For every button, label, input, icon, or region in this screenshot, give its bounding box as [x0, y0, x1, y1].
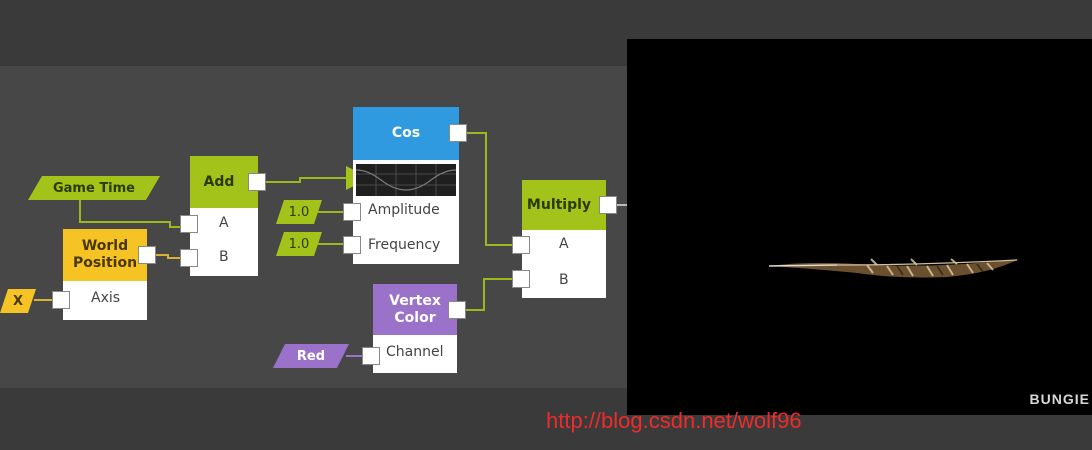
- wire-cos-to-multiply-a: [467, 132, 512, 246]
- port-label-add-a: A: [219, 215, 229, 231]
- add-title: Add: [203, 173, 235, 190]
- vertex-color-output-port[interactable]: [448, 301, 466, 319]
- add-input-port-a[interactable]: [180, 215, 198, 233]
- add-header: Add: [190, 156, 258, 208]
- multiply-body: A B: [522, 230, 606, 298]
- cos-frequency-port[interactable]: [343, 236, 361, 254]
- multiply-input-port-b[interactable]: [512, 270, 530, 288]
- add-node[interactable]: Add A B: [190, 156, 258, 276]
- add-output-port[interactable]: [248, 173, 266, 191]
- vertex-color-header: Vertex Color: [373, 284, 457, 335]
- wire-game-time-to-add-a: [79, 200, 180, 228]
- port-label-multiply-a: A: [559, 236, 569, 252]
- multiply-header: Multiply: [522, 180, 606, 230]
- port-label-axis: Axis: [91, 290, 121, 306]
- cos-output-port[interactable]: [449, 124, 467, 142]
- watermark-url: http://blog.csdn.net/wolf96: [546, 408, 802, 433]
- wire-add-to-cos: [266, 177, 350, 183]
- add-input-port-b[interactable]: [180, 249, 198, 267]
- multiply-node[interactable]: Multiply A B: [522, 180, 606, 298]
- frequency-value-input[interactable]: 1.0: [276, 232, 322, 256]
- world-position-title: World Position: [72, 238, 138, 271]
- world-position-output-port[interactable]: [138, 246, 156, 264]
- wire-vertex-color-to-multiply-b: [466, 278, 512, 311]
- channel-input-port[interactable]: [362, 347, 380, 365]
- cos-node[interactable]: Cos Amplitude Frequency: [353, 107, 459, 264]
- amplitude-value-input[interactable]: 1.0: [276, 200, 322, 224]
- world-position-header: World Position: [63, 229, 147, 281]
- add-body: A B: [190, 208, 258, 276]
- cos-waveform-preview: [356, 164, 456, 196]
- bungie-logo: BUNGIE: [1029, 391, 1090, 407]
- port-label-add-b: B: [219, 249, 229, 265]
- port-label-multiply-b: B: [559, 272, 569, 288]
- preview-viewport: BUNGIE: [627, 39, 1092, 415]
- cos-amplitude-port[interactable]: [343, 203, 361, 221]
- cos-title: Cos: [391, 125, 421, 141]
- world-position-node[interactable]: World Position Axis: [63, 229, 147, 320]
- port-label-frequency: Frequency: [368, 237, 441, 253]
- multiply-output-port[interactable]: [599, 196, 617, 214]
- wire-world-position-to-add-b: [156, 254, 180, 259]
- axis-input-port[interactable]: [52, 291, 70, 309]
- feather-image: [768, 258, 1019, 278]
- x-input[interactable]: X: [0, 289, 36, 313]
- port-label-amplitude: Amplitude: [368, 202, 440, 218]
- red-input[interactable]: Red: [273, 344, 349, 368]
- port-label-channel: Channel: [386, 344, 444, 360]
- red-label: Red: [296, 348, 326, 364]
- x-label: X: [12, 293, 24, 309]
- frequency-value: 1.0: [288, 236, 310, 252]
- cos-header: Cos: [353, 107, 459, 160]
- vertex-color-node[interactable]: Vertex Color Channel: [373, 284, 457, 373]
- game-time-label: Game Time: [52, 180, 136, 196]
- game-time-input[interactable]: Game Time: [28, 176, 160, 200]
- multiply-title: Multiply: [526, 196, 592, 213]
- cos-body: Amplitude Frequency: [353, 160, 459, 264]
- vertex-color-body: Channel: [373, 335, 457, 373]
- vertex-color-title: Vertex Color: [389, 292, 441, 326]
- multiply-input-port-a[interactable]: [512, 236, 530, 254]
- world-position-body: Axis: [63, 281, 147, 320]
- amplitude-value: 1.0: [288, 204, 310, 220]
